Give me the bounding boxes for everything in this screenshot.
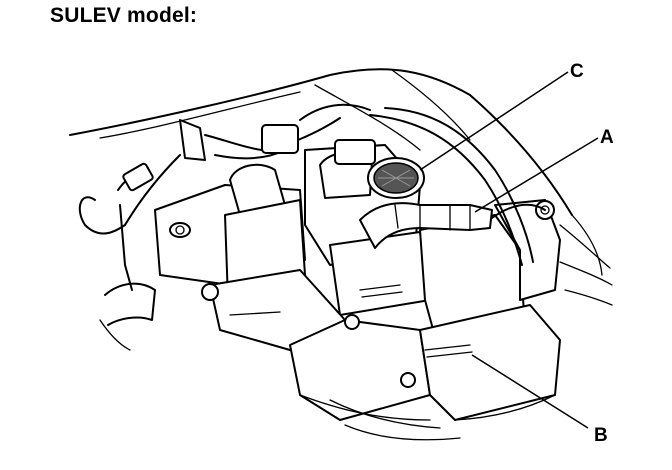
leader-line-c [419, 71, 569, 171]
left-wiring-harness [78, 103, 371, 351]
hose-a [359, 202, 546, 249]
callout-label-a: A [600, 127, 614, 148]
leader-lines [419, 71, 599, 429]
canister-assembly [154, 139, 561, 441]
part-c-cap [367, 157, 425, 199]
leader-line-a [474, 137, 599, 213]
engine-bay-outline [69, 68, 613, 306]
callout-label-c: C [570, 61, 584, 82]
leader-line-b [471, 354, 589, 429]
callout-label-b: B [594, 425, 608, 446]
diagram-title: SULEV model: [50, 4, 198, 27]
right-wire [369, 107, 534, 266]
